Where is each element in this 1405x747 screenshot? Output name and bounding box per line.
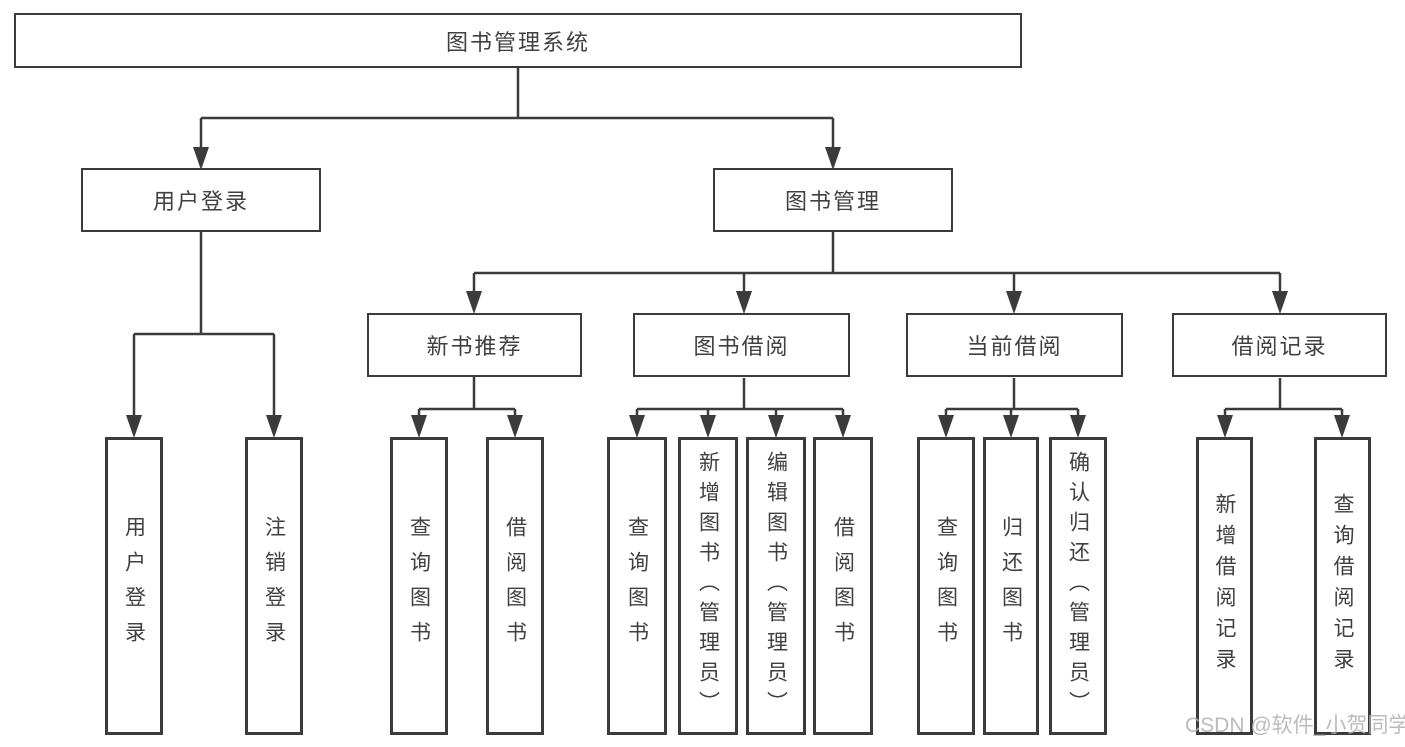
node-user-login: 用户登录	[81, 168, 321, 232]
leaf-logout-label: 注销登录	[262, 516, 286, 656]
leaf-borrow-edit-books-admin-label: 编辑图书（管理员）	[764, 451, 788, 721]
leaf-records-add-record-label: 新增借阅记录	[1213, 493, 1236, 679]
leaf-records-query-record: 查询借阅记录	[1314, 437, 1371, 735]
leaf-rec-query-books: 查询图书	[390, 437, 448, 735]
node-new-book-recommend: 新书推荐	[367, 313, 582, 377]
leaf-current-query-books: 查询图书	[917, 437, 975, 735]
node-book-borrowing: 图书借阅	[633, 313, 850, 377]
leaf-user-login-label: 用户登录	[122, 516, 146, 656]
node-book-management: 图书管理	[713, 168, 953, 232]
leaf-rec-borrow-books-label: 借阅图书	[503, 516, 527, 656]
leaf-borrow-borrow-books-label: 借阅图书	[831, 516, 855, 656]
node-root: 图书管理系统	[14, 13, 1022, 68]
leaf-current-return-books: 归还图书	[983, 437, 1039, 735]
node-borrowing-records: 借阅记录	[1172, 313, 1387, 377]
leaf-current-return-books-label: 归还图书	[999, 516, 1023, 656]
leaf-borrow-query-books: 查询图书	[607, 437, 667, 735]
leaf-logout: 注销登录	[245, 437, 303, 735]
leaf-records-add-record: 新增借阅记录	[1196, 437, 1253, 735]
leaf-borrow-borrow-books: 借阅图书	[813, 437, 873, 735]
watermark-text: CSDN @软件_小贺同学	[1185, 714, 1405, 737]
leaf-borrow-edit-books-admin: 编辑图书（管理员）	[746, 437, 806, 735]
leaf-current-confirm-return-admin: 确认归还（管理员）	[1049, 437, 1107, 735]
leaf-rec-query-books-label: 查询图书	[407, 516, 431, 656]
leaf-borrow-add-books-admin-label: 新增图书（管理员）	[696, 451, 720, 721]
leaf-current-confirm-return-admin-label: 确认归还（管理员）	[1066, 451, 1090, 721]
node-current-borrowing: 当前借阅	[906, 313, 1123, 377]
leaf-current-query-books-label: 查询图书	[934, 516, 958, 656]
leaf-borrow-add-books-admin: 新增图书（管理员）	[678, 437, 738, 735]
leaf-user-login: 用户登录	[105, 437, 163, 735]
leaf-records-query-record-label: 查询借阅记录	[1331, 493, 1354, 679]
leaf-borrow-query-books-label: 查询图书	[625, 516, 649, 656]
leaf-rec-borrow-books: 借阅图书	[486, 437, 544, 735]
